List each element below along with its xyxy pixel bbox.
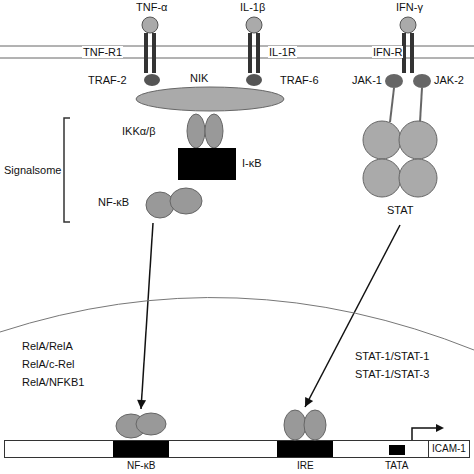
- part-label: JAK-1: [352, 74, 382, 86]
- binding-site: NF-κB: [113, 411, 169, 457]
- node-label: NF-κB: [98, 196, 129, 209]
- nfkb-subunit: [146, 192, 174, 218]
- site-block: [113, 441, 169, 457]
- jak-stat-link: [420, 88, 422, 122]
- part-label: IFN-γ: [396, 1, 423, 13]
- stat-subunit: [363, 159, 401, 197]
- transcription-arrowhead: [436, 424, 444, 432]
- bound-factor: [304, 410, 326, 440]
- part-label: RelA/c-Rel: [22, 358, 75, 370]
- node-outline: [178, 148, 278, 180]
- tata-block: [389, 445, 405, 455]
- part-label: JAK-2: [434, 74, 464, 86]
- part-label: RelA/NFKB1: [22, 376, 84, 388]
- part-label: IKKα/β: [122, 125, 155, 137]
- node-outline: [389, 445, 405, 455]
- jak-stat-link: [390, 88, 394, 122]
- part-label: RelA/RelA: [22, 340, 73, 352]
- traf-adaptor: [144, 74, 160, 86]
- node-label: STAT: [387, 204, 413, 217]
- receptor-chain: [410, 33, 414, 73]
- node-label: NF-κB: [127, 460, 155, 472]
- factor-complex: NF-κB: [98, 186, 208, 220]
- part-label: IL-1R: [268, 46, 297, 58]
- ikk-subunit: [205, 114, 223, 148]
- ligand-circle: [142, 17, 158, 33]
- kinase-node: NIK: [135, 72, 285, 112]
- ikb-block: [178, 148, 236, 180]
- stat-subunit: [399, 159, 437, 197]
- node-outline: [135, 72, 285, 112]
- node-label: NIK: [190, 72, 208, 85]
- node-label: ICAM-1: [432, 443, 466, 455]
- part-label: TRAF-2: [88, 74, 127, 86]
- arrowhead: [137, 400, 146, 409]
- gene-separator: [428, 441, 429, 457]
- site-block: [277, 441, 333, 457]
- part-label: IFN-R: [372, 46, 403, 58]
- binding-site: IRE: [277, 409, 333, 457]
- receptor-chain: [248, 33, 252, 73]
- bound-factor: [284, 410, 306, 440]
- receptor-chain: [152, 33, 156, 73]
- signal-arrow: [137, 223, 153, 409]
- ligand-circle: [400, 17, 416, 33]
- receptor-chain: [256, 33, 260, 73]
- jak-kinase: [385, 74, 403, 88]
- node-label: TATA: [385, 460, 408, 472]
- promoter-box: TATA: [389, 445, 405, 455]
- node-outline: [277, 409, 333, 457]
- stat-dimer: STAT: [360, 118, 440, 222]
- arrowhead: [305, 397, 313, 407]
- ikk-subunit: [187, 114, 205, 148]
- receptor-chain: [144, 33, 148, 73]
- node-label: IRE: [297, 460, 314, 472]
- traf-adaptor: [246, 74, 262, 86]
- gene-bar: ICAM-1NF-κBIRETATA: [4, 440, 470, 458]
- stat-subunit: [399, 121, 437, 159]
- part-label: IL-1β: [240, 1, 265, 13]
- arrow-line: [141, 223, 153, 409]
- signalsome-bracket: [64, 118, 70, 222]
- transcription-arrow: [412, 428, 436, 440]
- part-label: STAT-1/STAT-3: [355, 368, 429, 380]
- ligand-circle: [246, 17, 262, 33]
- nik-ellipse: [136, 87, 284, 111]
- part-label: TNF-α: [136, 1, 167, 13]
- stat-subunit: [363, 121, 401, 159]
- part-label: TRAF-6: [280, 74, 319, 86]
- node-outline: [113, 411, 169, 457]
- inhibitor-box: I-κB: [178, 148, 278, 180]
- part-label: Signalsome: [4, 164, 61, 176]
- jak-kinase: [413, 74, 431, 88]
- part-label: TNF-R1: [82, 46, 123, 58]
- node-label: I-κB: [242, 157, 262, 170]
- bound-factor: [136, 413, 166, 435]
- part-label: STAT-1/STAT-1: [355, 350, 429, 362]
- nfkb-subunit: [170, 188, 202, 214]
